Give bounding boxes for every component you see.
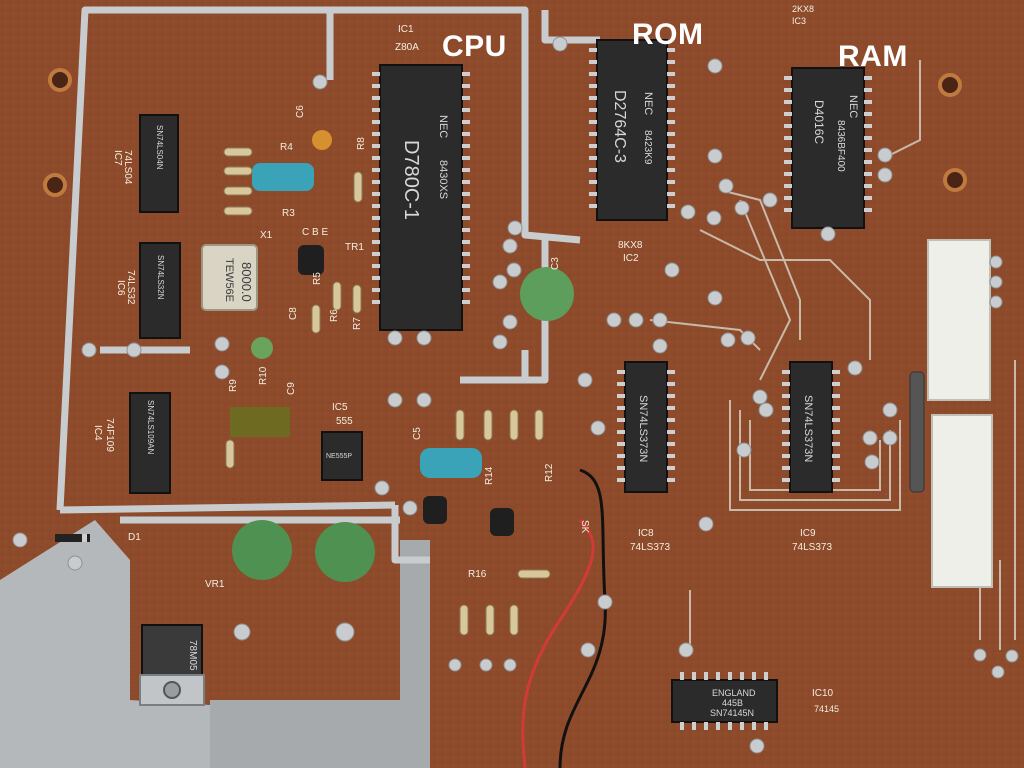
ic10-chip: ENGLAND 445B SN74145N (671, 672, 778, 730)
silk-ic3: IC3 (792, 16, 806, 26)
rom-lot: 8423K9 (642, 130, 653, 165)
ic9-part: SN74LS373N (802, 395, 814, 462)
ic6-chip: SN74LS32N (139, 242, 181, 339)
silk-d1: D1 (128, 532, 141, 543)
cpu-label: CPU (442, 30, 507, 63)
silk-x1: X1 (260, 230, 273, 241)
voltage-regulator: 78M05 (139, 624, 205, 706)
silk-sk: SK (579, 520, 590, 534)
ic5-part: NE555P (326, 453, 352, 460)
ram-brand: NEC (847, 95, 859, 118)
silk-r7: R7 (352, 317, 363, 330)
silk-ic9: IC9 (800, 528, 816, 539)
silk-ic9-type: 74LS373 (792, 542, 832, 553)
silk-c9: C9 (286, 382, 297, 395)
silk-ic1-type: Z80A (395, 42, 419, 53)
crystal-oscillator: 8000.0 TEW56E (201, 244, 258, 311)
silk-ic7-type: 74LS04 (122, 150, 133, 185)
cpu-chip: NEC D780C-1 8430XS (372, 64, 470, 331)
mounting-holes (43, 68, 967, 197)
silk-ic8: IC8 (638, 528, 654, 539)
silk-r9: R9 (228, 379, 239, 392)
ram-chip: NEC D4016C 8436BF400 (784, 67, 872, 229)
silk-ic2: IC2 (623, 253, 639, 264)
ic5-chip: NE555P (321, 431, 363, 481)
silk-ic7: IC7 (112, 150, 123, 166)
ram-label: RAM (838, 40, 908, 73)
silk-ic3-type: 2KX8 (792, 4, 814, 14)
ic4-part: SN74LS109AN (146, 400, 155, 454)
silk-ic5-type: 555 (336, 416, 353, 427)
silk-ic5: IC5 (332, 402, 348, 413)
cpu-part: D780C-1 (400, 140, 422, 220)
ic4-chip: SN74LS109AN (129, 392, 171, 494)
silk-ic8-type: 74LS373 (630, 542, 670, 553)
resistors (223, 147, 551, 636)
ic9-chip: SN74LS373N (782, 361, 840, 493)
transistors (298, 245, 514, 536)
silk-ic10-type: 74145 (814, 704, 839, 714)
silk-ic1: IC1 (398, 24, 414, 35)
silk-ic4-type: 74F109 (104, 418, 115, 452)
signal-traces (649, 60, 1016, 650)
connectors (909, 239, 993, 588)
silk-ic10: IC10 (812, 688, 834, 699)
silk-r12: R12 (544, 463, 555, 482)
ic10-code: 445B (722, 698, 743, 708)
ic7-part: SN74LS04N (155, 125, 164, 170)
rom-brand: NEC (642, 92, 654, 115)
regulator-part: 78M05 (187, 640, 198, 671)
silk-c6: C6 (295, 105, 306, 118)
silk-ic6: IC6 (115, 280, 126, 296)
ic10-part: SN74145N (710, 708, 754, 718)
crystal-code: TEW56E (223, 258, 235, 302)
ram-lot: 8436BF400 (835, 120, 846, 172)
electrolytic-capacitors (252, 163, 482, 478)
metal-plate-shadow (210, 540, 430, 768)
cpu-lot: 8430XS (437, 160, 449, 199)
ram-part: D4016C (812, 100, 826, 144)
ic8-part: SN74LS373N (637, 395, 649, 462)
ic7-chip: SN74LS04N (139, 114, 179, 213)
silk-ic4: IC4 (92, 425, 103, 441)
rom-part: D2764C-3 (611, 90, 628, 163)
silk-c5: C5 (412, 427, 423, 440)
ic8-chip: SN74LS373N (617, 361, 675, 493)
crystal-freq: 8000.0 (239, 262, 254, 302)
ceramic-capacitors (230, 130, 574, 582)
silk-c3: C3 (550, 257, 561, 270)
silk-ic2-type: 8KX8 (618, 240, 643, 251)
silk-r3: R3 (282, 208, 295, 219)
silk-ic6-type: 74LS32 (125, 270, 136, 305)
silk-r4: R4 (280, 142, 293, 153)
silk-r6: R6 (329, 309, 340, 322)
solder-pads (12, 36, 1019, 754)
silk-r10: R10 (258, 366, 269, 385)
diode (55, 534, 90, 542)
rom-label: ROM (632, 18, 704, 51)
silk-r8: R8 (356, 137, 367, 150)
ic10-origin: ENGLAND (712, 688, 756, 698)
silk-r5: R5 (312, 272, 323, 285)
silk-cbe: C B E (302, 227, 328, 238)
rom-chip: NEC D2764C-3 8423K9 (589, 39, 675, 221)
silk-tr1: TR1 (345, 242, 364, 253)
silk-c8: C8 (288, 307, 299, 320)
ic6-part: SN74LS32N (156, 255, 165, 300)
silk-r16: R16 (468, 569, 487, 580)
silkscreen-labels: IC1 Z80A 8KX8 IC2 2KX8 IC3 IC7 74LS04 IC… (92, 4, 839, 714)
silk-vr1: VR1 (205, 579, 225, 590)
cpu-brand: NEC (437, 115, 449, 138)
silk-r14: R14 (484, 466, 495, 485)
